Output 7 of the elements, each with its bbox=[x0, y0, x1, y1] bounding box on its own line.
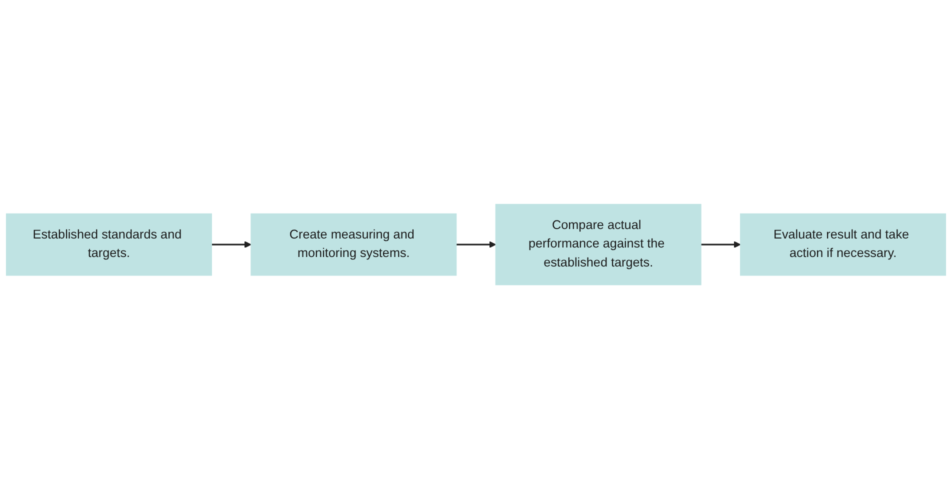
node-box: Established standards and targets. bbox=[6, 214, 212, 276]
arrow bbox=[456, 242, 496, 248]
arrow bbox=[212, 242, 252, 248]
node-box: Evaluate result and take action if necessary. bbox=[740, 214, 946, 276]
node-box: Compare actual performance against the established targets. bbox=[495, 204, 702, 286]
arrow bbox=[700, 242, 741, 248]
node-box: Create measuring and monitoring systems. bbox=[250, 214, 457, 276]
